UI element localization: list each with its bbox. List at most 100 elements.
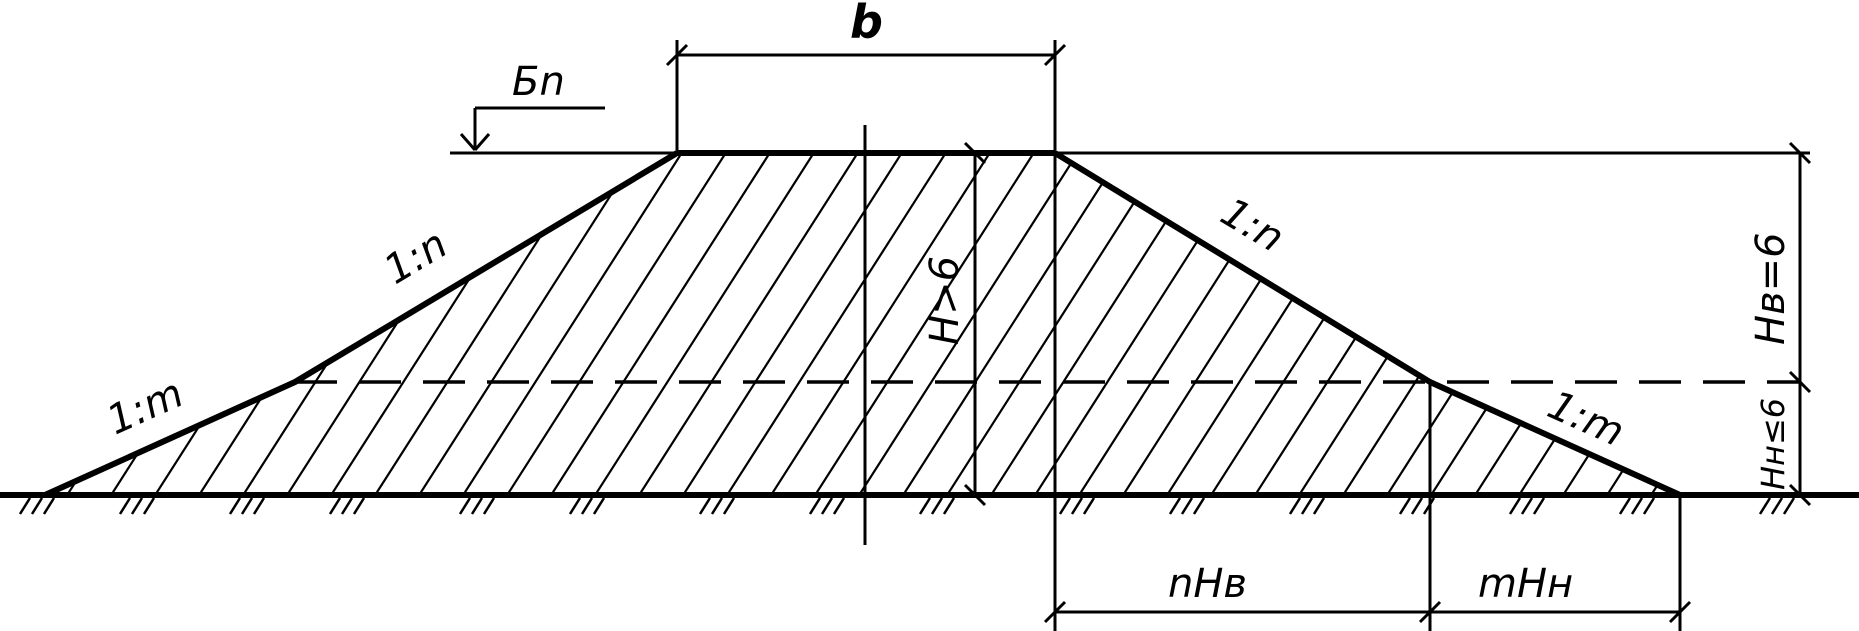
ground-tick [832, 497, 846, 515]
ground-tick [1618, 497, 1632, 515]
hatch-line [943, 153, 1175, 495]
hatch-line [459, 153, 691, 495]
hatch-line [0, 140, 30, 500]
ground-tick [228, 497, 242, 515]
ground-tick [1520, 497, 1534, 515]
ground-tick [1642, 497, 1656, 515]
ground-tick [1192, 497, 1206, 515]
ground-tick [328, 497, 342, 515]
ground-tick [130, 497, 144, 515]
hatch-line [151, 153, 383, 495]
ground-tick [1758, 497, 1772, 515]
hatch-line [767, 153, 999, 495]
ground-tick [710, 497, 724, 515]
edge-mark-label: Бn [512, 59, 565, 105]
hatch-line [1383, 153, 1615, 495]
right-height-dimensions [1788, 141, 1812, 507]
hatch-line [1824, 140, 1859, 500]
edge-mark [459, 106, 605, 151]
hatch-line [1339, 153, 1571, 495]
hatch-line [503, 153, 735, 495]
hatch-line [1075, 153, 1307, 495]
embankment-outline [43, 150, 1682, 498]
ground-tick [458, 497, 472, 515]
ground-tick [1288, 497, 1302, 515]
ground-tick [1782, 497, 1796, 515]
total-height-label: H>6 [922, 256, 968, 345]
hatch-line [45, 153, 163, 495]
hatch-line [1427, 153, 1659, 495]
hatch-line [195, 153, 427, 495]
ground-tick [1082, 497, 1096, 515]
ground-tick [918, 497, 932, 515]
hatch-line [987, 153, 1219, 495]
ground-tick [1532, 497, 1546, 515]
hatch-line [1471, 153, 1680, 495]
hatch-line [679, 153, 911, 495]
hatch-line [723, 153, 955, 495]
hatch-line [45, 153, 251, 495]
ground-tick [1770, 497, 1784, 515]
ground-tick [18, 497, 32, 515]
ground-hatch-ticks [18, 497, 1796, 515]
lower-height-label: Hн≤6 [1754, 398, 1792, 490]
ground-tick [1398, 497, 1412, 515]
ground-tick [722, 497, 736, 515]
upper-height-label: Hв=6 [1748, 232, 1794, 345]
ground-tick [1180, 497, 1194, 515]
hatch-line [45, 153, 207, 495]
base-projection-dimensions [1043, 600, 1692, 624]
upper-slope-left-label: 1:n [376, 221, 455, 294]
ground-tick [1070, 497, 1084, 515]
hatch-line [45, 153, 75, 495]
ground-tick [930, 497, 944, 515]
crest-width-dimension [665, 40, 1067, 150]
hatch-line [107, 153, 339, 495]
ground-tick [1312, 497, 1326, 515]
ground-tick [568, 497, 582, 515]
hatch-line [327, 153, 559, 495]
hatch-line [635, 153, 867, 495]
upper-slope-right-label: 1:n [1213, 189, 1292, 262]
ground-tick [1168, 497, 1182, 515]
hatch-line [855, 153, 1087, 495]
ground-tick [240, 497, 254, 515]
hatch-line [1031, 153, 1263, 495]
ground-tick [482, 497, 496, 515]
ground-tick [698, 497, 712, 515]
ground-tick [808, 497, 822, 515]
ground-tick [580, 497, 594, 515]
total-height-dimension [963, 141, 987, 507]
hatch-line [1163, 153, 1395, 495]
hatch-line [591, 153, 823, 495]
lower-slope-right-label: 1:m [1541, 382, 1631, 456]
lower-base-projection-label: mHн [1478, 561, 1573, 607]
hatch-line [63, 153, 295, 495]
hatch-line [899, 153, 1131, 495]
upper-base-projection-label: nHв [1168, 561, 1247, 607]
ground-tick [942, 497, 956, 515]
ground-tick [1630, 497, 1644, 515]
ground-tick [1058, 497, 1072, 515]
ground-tick [118, 497, 132, 515]
ground-tick [1410, 497, 1424, 515]
ground-tick [470, 497, 484, 515]
ground-tick [592, 497, 606, 515]
hatch-line [811, 153, 1043, 495]
ground-tick [1300, 497, 1314, 515]
hatch-line [45, 153, 119, 495]
ground-tick [340, 497, 354, 515]
crest-width-label: b [850, 0, 883, 49]
hatch-line [415, 153, 647, 495]
hatch-line [1515, 153, 1680, 495]
hatch-line [371, 153, 603, 495]
ground-tick [252, 497, 266, 515]
hatch-line [239, 153, 471, 495]
ground-tick [1508, 497, 1522, 515]
ground-tick [820, 497, 834, 515]
hatch-line [1251, 153, 1483, 495]
hatch-line [547, 153, 779, 495]
ground-tick [42, 497, 56, 515]
ground-tick [142, 497, 156, 515]
